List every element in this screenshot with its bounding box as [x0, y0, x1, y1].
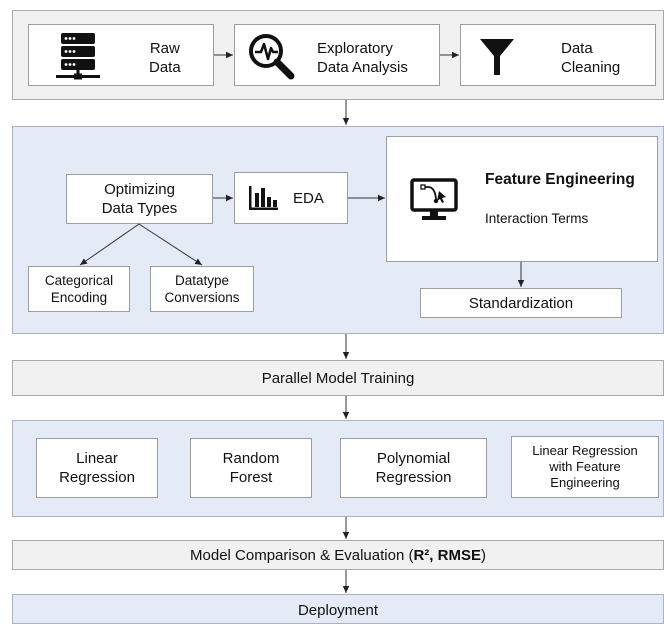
database-server-icon: [55, 31, 119, 86]
optimizing-label-2: Data Types: [101, 200, 178, 217]
exploratory-data-analysis-box: Exploratory Data Analysis: [234, 24, 440, 86]
model-label: Regression: [59, 469, 135, 486]
model-label: with Feature: [549, 459, 621, 474]
model-label: Engineering: [550, 475, 620, 490]
optimizing-data-types-box: Optimizing Data Types: [66, 174, 213, 224]
data-cleaning-label-2: Cleaning: [561, 59, 621, 76]
data-cleaning-label-1: Data: [561, 40, 593, 57]
feature-engineering-title: Feature Engineering: [485, 171, 635, 188]
raw-data-box: Raw Data: [28, 24, 214, 86]
model-box-linear-regression: Linear Regression: [36, 438, 158, 498]
standardization-box: Standardization: [420, 288, 622, 318]
optimizing-label-1: Optimizing: [104, 181, 175, 198]
model-label: Regression: [375, 469, 452, 486]
standardization-label: Standardization: [468, 294, 574, 312]
categorical-label-2: Encoding: [50, 290, 108, 305]
model-box-random-forest: Random Forest: [190, 438, 312, 498]
feature-engineering-box: Feature Engineering Interaction Terms: [386, 136, 658, 262]
raw-data-label-2: Data: [149, 59, 181, 76]
evaluation-prefix: Model Comparison & Evaluation (: [190, 546, 414, 564]
parallel-model-training-bar: Parallel Model Training: [12, 360, 664, 396]
magnifier-pulse-icon: [247, 33, 297, 86]
bar-chart-icon: [247, 184, 279, 212]
datatype-label-1: Datatype: [174, 273, 230, 288]
eda-box: EDA: [234, 172, 348, 224]
eda-top-label-2: Data Analysis: [317, 59, 408, 76]
parallel-model-training-label: Parallel Model Training: [261, 369, 415, 387]
eda-label: EDA: [293, 189, 324, 207]
evaluation-suffix: ): [480, 546, 486, 564]
evaluation-metrics: R², RMSE: [413, 546, 481, 564]
datatype-label-2: Conversions: [164, 290, 240, 305]
funnel-icon: [479, 37, 515, 82]
model-label: Linear: [76, 450, 118, 467]
monitor-vector-icon: [409, 177, 459, 228]
evaluation-label: Model Comparison & Evaluation (R², RMSE): [190, 546, 486, 565]
model-box-linear-regression-fe: Linear Regression with Feature Engineeri…: [511, 436, 659, 498]
model-label: Linear Regression: [532, 443, 638, 458]
categorical-label-1: Categorical: [44, 273, 114, 288]
datatype-conversions-box: Datatype Conversions: [150, 266, 254, 312]
categorical-encoding-box: Categorical Encoding: [28, 266, 130, 312]
model-evaluation-bar: Model Comparison & Evaluation (R², RMSE): [12, 540, 664, 570]
model-label: Random: [222, 450, 280, 467]
model-label: Polynomial: [376, 450, 451, 467]
data-cleaning-box: Data Cleaning: [460, 24, 656, 86]
eda-top-label-1: Exploratory: [317, 40, 393, 57]
model-label: Forest: [229, 469, 273, 486]
deployment-bar: Deployment: [12, 594, 664, 624]
deployment-label: Deployment: [297, 602, 379, 619]
raw-data-label-1: Raw: [149, 40, 180, 57]
interaction-terms-label: Interaction Terms: [485, 211, 589, 226]
model-box-polynomial-regression: Polynomial Regression: [340, 438, 487, 498]
